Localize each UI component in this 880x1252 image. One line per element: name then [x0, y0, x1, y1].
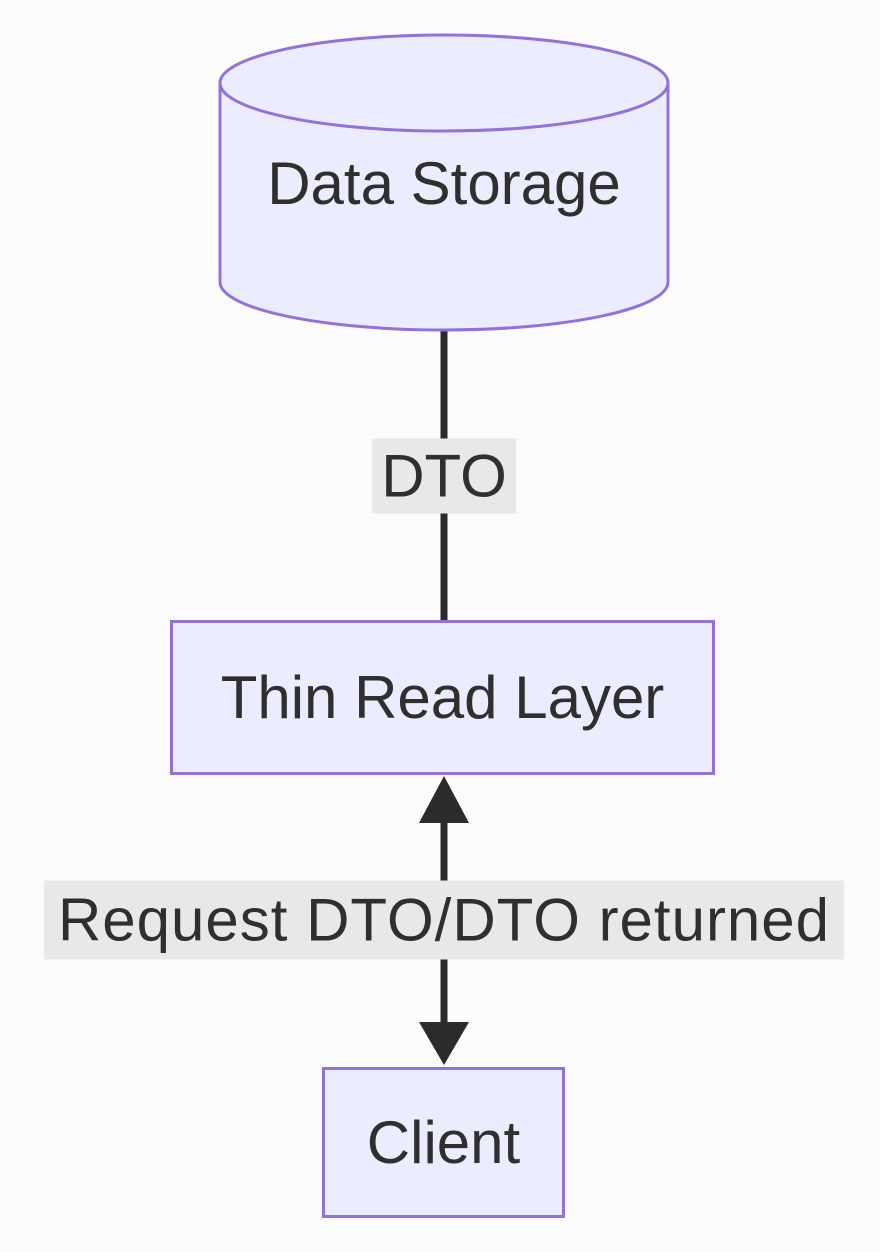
node-data-storage-label: Data Storage: [267, 149, 621, 217]
node-thin-read-layer: Thin Read Layer: [170, 620, 715, 775]
database-cylinder-top: [218, 33, 670, 133]
node-client-label: Client: [366, 1109, 521, 1176]
edge-label-dto: DTO: [372, 438, 516, 514]
node-thin-read-layer-label: Thin Read Layer: [220, 664, 665, 731]
node-client: Client: [322, 1067, 565, 1218]
arrowhead-up-icon: [419, 776, 469, 823]
node-data-storage: Data Storage: [220, 83, 668, 283]
arrowhead-down-icon: [419, 1022, 469, 1065]
database-cylinder-body: [218, 81, 670, 332]
edge-label-request-dto-returned: Request DTO/DTO returned: [43, 880, 845, 960]
